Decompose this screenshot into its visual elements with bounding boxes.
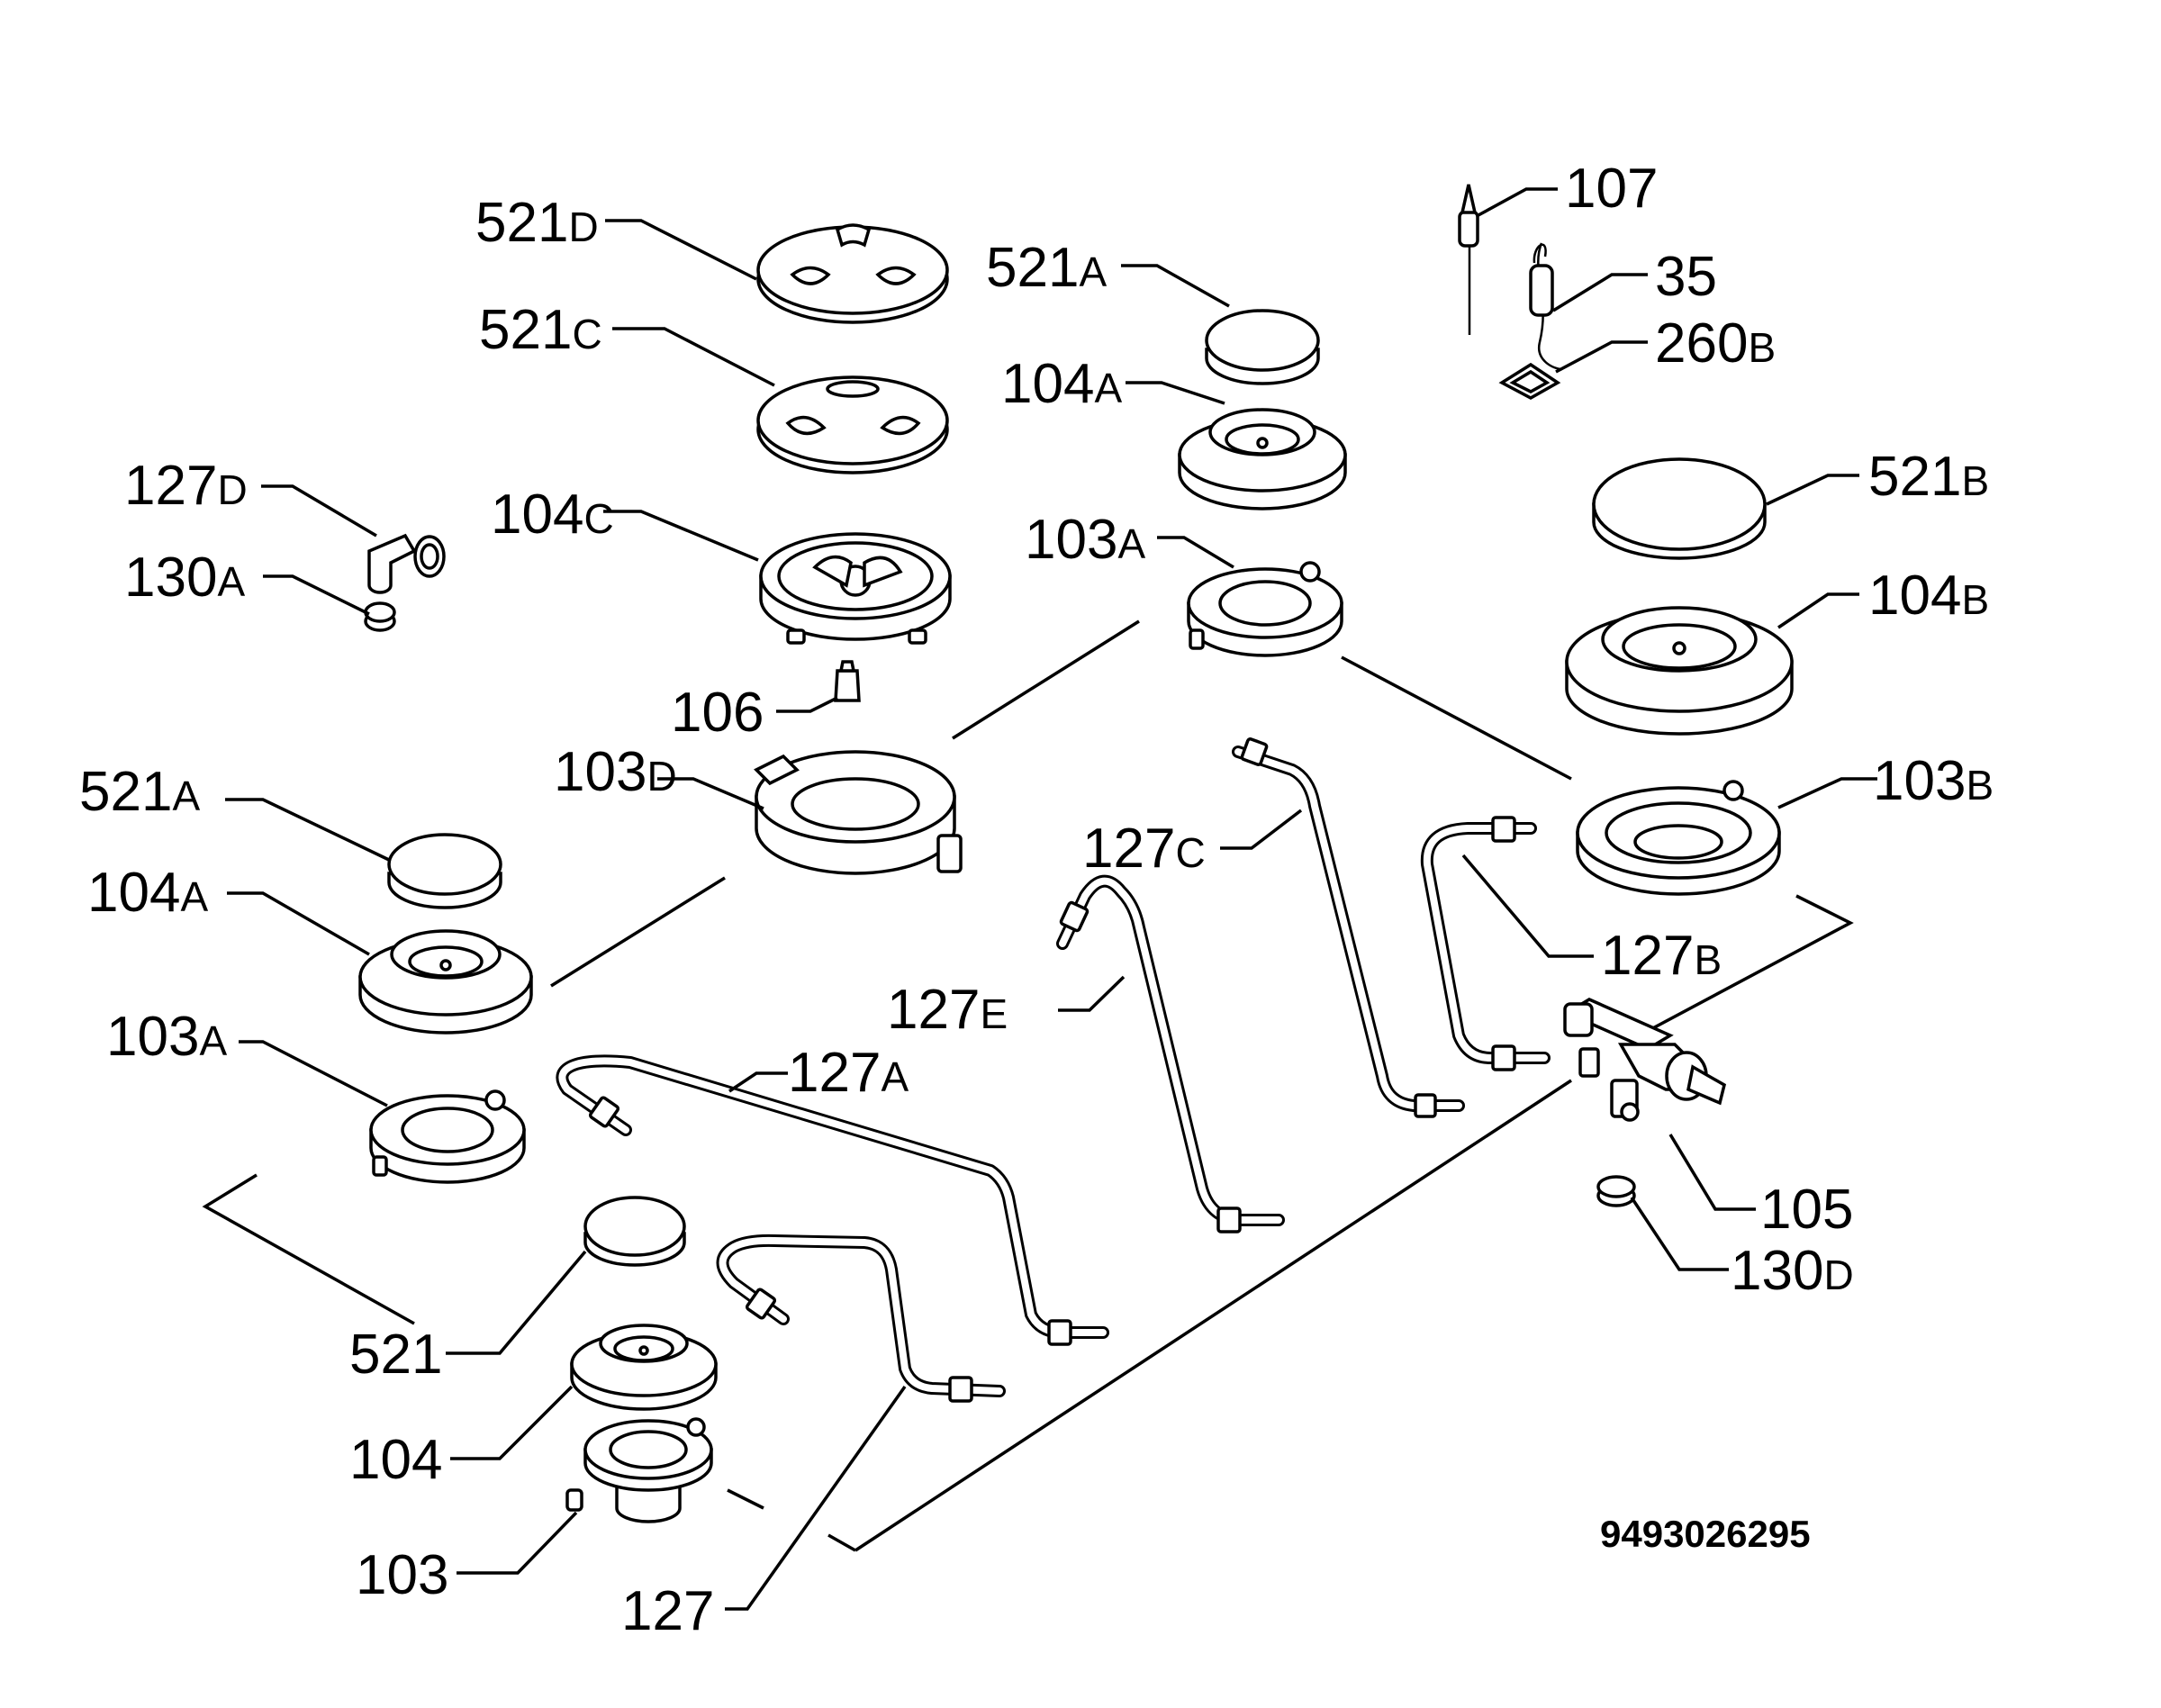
elbow-127d: [367, 533, 446, 594]
label-104a-left: 104A: [87, 862, 208, 924]
label-521a-top: 521A: [986, 237, 1107, 299]
label-127: 127: [621, 1580, 714, 1642]
label-103a-top: 103A: [1025, 509, 1145, 571]
burner-cup-103d: [754, 750, 963, 875]
burner-104: [570, 1324, 718, 1411]
label-103d: 103D: [554, 741, 677, 803]
washer-130a: [364, 601, 396, 632]
label-521a-left: 521A: [79, 761, 200, 823]
label-104b: 104B: [1868, 565, 1989, 627]
label-103: 103: [356, 1544, 448, 1606]
burner-cap-521: [583, 1196, 686, 1267]
burner-104a-left: [358, 929, 533, 1035]
label-130a: 130A: [124, 547, 245, 609]
label-104a-top: 104A: [1001, 353, 1122, 415]
label-104c: 104C: [491, 483, 614, 546]
label-106: 106: [671, 682, 764, 744]
label-521: 521: [349, 1324, 442, 1386]
label-521d: 521D: [475, 192, 599, 254]
document-number: 9493026295: [1600, 1513, 1811, 1555]
burner-104b: [1565, 606, 1794, 736]
label-127d: 127D: [124, 455, 248, 517]
washer-130d: [1596, 1175, 1636, 1207]
burner-cap-521b: [1592, 457, 1767, 560]
label-107: 107: [1565, 158, 1658, 220]
label-35: 35: [1655, 246, 1717, 308]
burner-104a-top: [1178, 408, 1347, 511]
burner-cup-103: [565, 1417, 713, 1523]
label-127b: 127B: [1601, 925, 1722, 987]
assembly-lines: [202, 619, 1854, 1552]
label-130d: 130D: [1731, 1240, 1854, 1302]
burner-cup-103a-top: [1187, 561, 1343, 657]
thermocouple-107: [1458, 184, 1479, 335]
label-127a: 127A: [788, 1042, 909, 1104]
gas-pipe-127c: [1232, 737, 1465, 1118]
gas-pipe-127b: [1420, 816, 1551, 1071]
burner-104c: [759, 532, 952, 645]
gas-pipe-127a: [556, 1054, 1109, 1346]
label-127c: 127C: [1082, 818, 1206, 880]
label-103b: 103B: [1873, 750, 1994, 812]
burner-cap-521a-left: [387, 833, 502, 909]
burner-cup-103a-left: [369, 1089, 526, 1184]
gas-pipe-127e: [1056, 874, 1285, 1234]
label-127e: 127E: [887, 979, 1008, 1041]
burner-cap-521c: [756, 375, 949, 474]
label-104: 104: [349, 1429, 442, 1491]
burner-cup-103b: [1576, 780, 1781, 896]
leader-lines: [225, 187, 1877, 1611]
label-105: 105: [1760, 1179, 1853, 1241]
burner-cap-521d: [756, 223, 949, 324]
clip-260b: [1498, 362, 1561, 400]
gas-valve-105: [1563, 998, 1727, 1122]
label-260b: 260B: [1655, 312, 1776, 375]
injector-106: [834, 660, 861, 702]
part-labels: 107 35 260B 521D 521C 521A 104A 127D 130…: [79, 158, 1994, 1642]
gas-pipe-127: [716, 1234, 1006, 1403]
ignition-electrode-35: [1529, 242, 1563, 371]
label-521c: 521C: [479, 299, 602, 361]
burner-cap-521a-top: [1205, 309, 1320, 385]
label-521b: 521B: [1868, 446, 1989, 508]
label-103a-left: 103A: [106, 1006, 227, 1068]
